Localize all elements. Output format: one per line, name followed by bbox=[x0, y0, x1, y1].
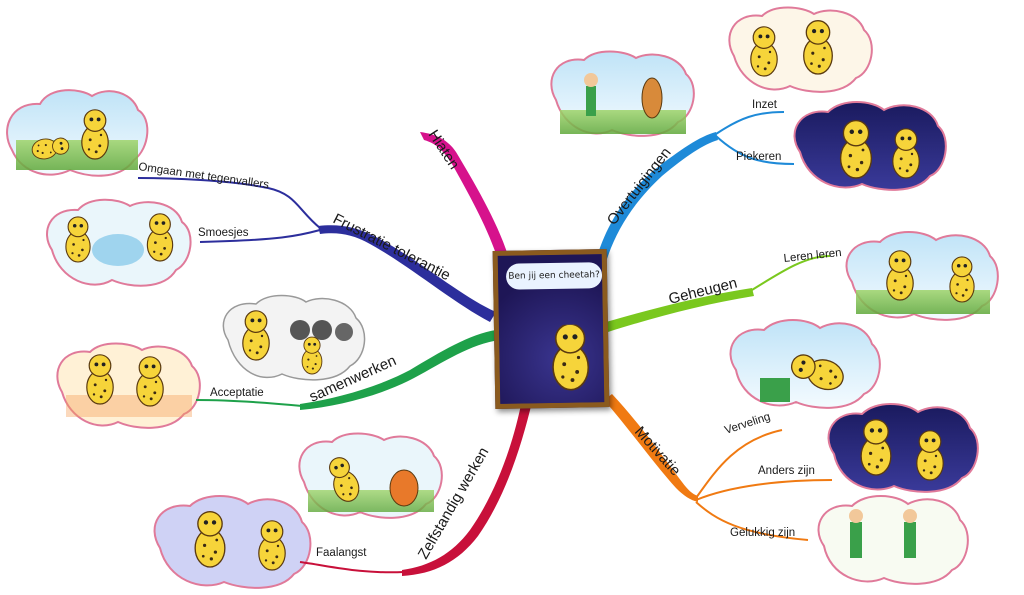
label-frustratie: Frustratie tolerantie bbox=[330, 210, 453, 284]
illustration-zelfstandig-1 bbox=[299, 434, 441, 518]
label-omgaan: Omgaan met tegenvallers bbox=[138, 161, 270, 191]
label-verveling: Verveling bbox=[723, 411, 772, 437]
illustration-frustration-1 bbox=[7, 90, 147, 176]
illustration-frustration-2 bbox=[47, 200, 191, 286]
book-title: Ben jij een cheetah? bbox=[506, 262, 602, 290]
illustration-motivatie-3 bbox=[819, 496, 968, 584]
label-smoesjes: Smoesjes bbox=[198, 227, 249, 239]
label-leren-leren: Leren leren bbox=[783, 247, 842, 265]
illustration-motivatie-1 bbox=[731, 320, 880, 408]
label-piekeren: Piekeren bbox=[736, 151, 781, 163]
label-anders-zijn: Anders zijn bbox=[758, 465, 815, 477]
label-acceptatie: Acceptatie bbox=[210, 387, 264, 399]
illustration-piekeren bbox=[795, 102, 946, 190]
label-gelukkig-zijn: Gelukkig zijn bbox=[730, 527, 795, 539]
illustration-motivatie-2 bbox=[829, 404, 978, 492]
label-inzet: Inzet bbox=[752, 99, 778, 111]
illustration-samenwerken-2 bbox=[57, 344, 199, 428]
label-motivatie: Motivatie bbox=[631, 423, 684, 479]
label-faalangst: Faalangst bbox=[316, 547, 367, 559]
book-cheetah-illustration bbox=[545, 324, 596, 391]
illustration-inzet bbox=[729, 8, 871, 92]
book-cover: Ben jij een cheetah? bbox=[493, 249, 610, 409]
illustration-overtuigingen-1 bbox=[551, 52, 693, 136]
label-hiaten: Hiaten bbox=[425, 127, 463, 173]
label-overtuigingen: Overtuigingen bbox=[604, 144, 675, 228]
branch-hiaten bbox=[420, 132, 510, 266]
illustration-samenwerken-1 bbox=[223, 296, 364, 380]
illustration-geheugen bbox=[847, 232, 998, 320]
illustration-zelfstandig-2 bbox=[155, 496, 311, 588]
